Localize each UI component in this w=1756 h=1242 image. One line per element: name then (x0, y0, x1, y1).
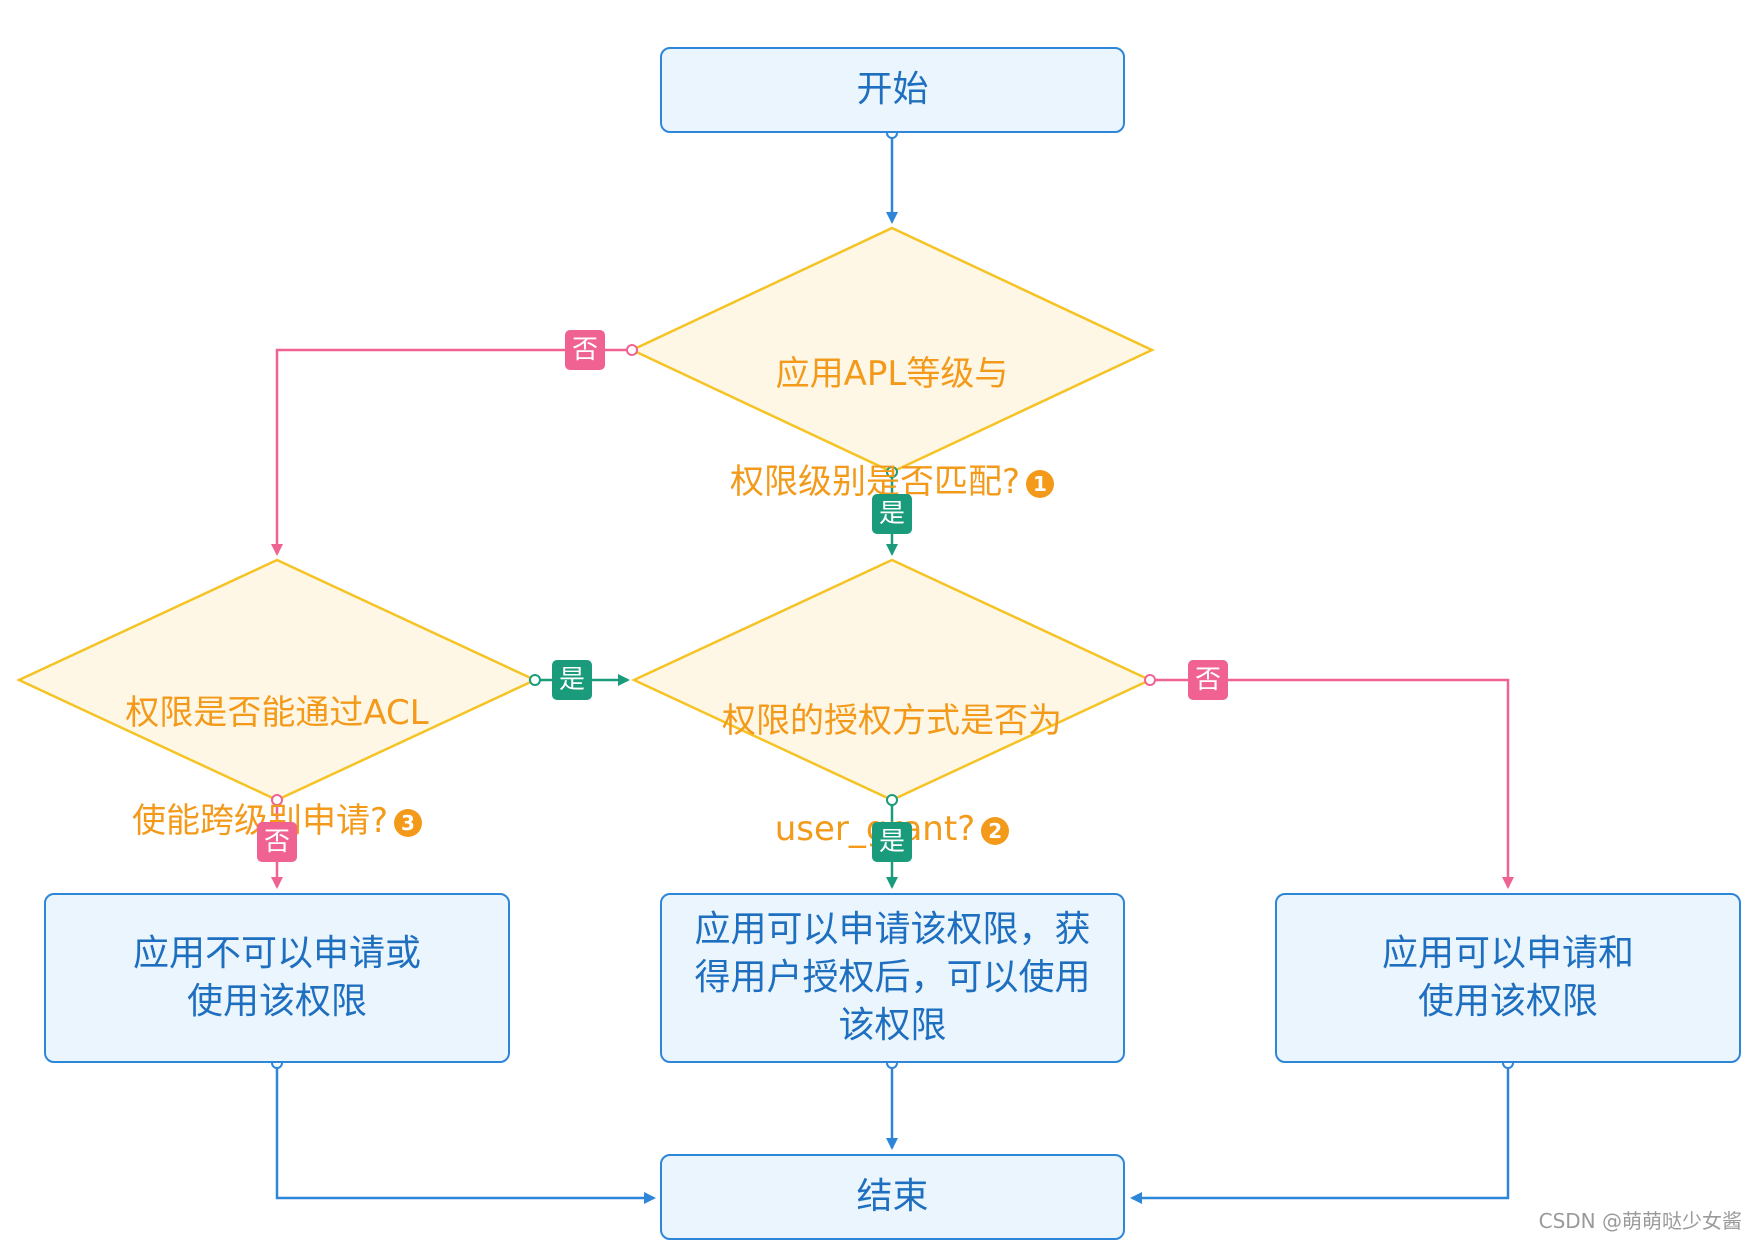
start-node: 开始 (660, 47, 1125, 133)
edge-can-to-end (1130, 1063, 1510, 1204)
apl-no-label: 否 (565, 330, 605, 370)
note-2-icon: 2 (981, 816, 1010, 845)
apl-decision-line1: 应用APL等级与 (775, 354, 1009, 394)
grant-no-label: 否 (1188, 660, 1228, 700)
acl-decision-text: 权限是否能通过ACL 使能跨级别申请?3 (77, 632, 477, 902)
grant-decision-text: 权限的授权方式是否为 user_grant?2 (692, 640, 1092, 910)
note-3-icon: 3 (394, 808, 423, 837)
cannot-use-node: 应用不可以申请或 使用该权限 (44, 893, 510, 1063)
acl-no-label: 否 (257, 822, 297, 862)
grant-decision-line1: 权限的授权方式是否为 (722, 701, 1062, 741)
apl-yes-label: 是 (872, 494, 912, 534)
grant-yes-label: 是 (872, 822, 912, 862)
apl-decision-text: 应用APL等级与 权限级别是否匹配?1 (692, 293, 1092, 563)
acl-yes-label: 是 (552, 660, 592, 700)
watermark: CSDN @萌萌哒少女酱 (1538, 1209, 1742, 1233)
edge-cannot-to-end (275, 1063, 656, 1204)
note-1-icon: 1 (1026, 469, 1055, 498)
user-grant-node: 应用可以申请该权限，获 得用户授权后，可以使用 该权限 (660, 893, 1125, 1063)
acl-decision-line1: 权限是否能通过ACL (125, 693, 429, 733)
edge-apl-no (271, 348, 632, 556)
end-node: 结束 (660, 1154, 1125, 1240)
can-use-node: 应用可以申请和 使用该权限 (1275, 893, 1741, 1063)
edge-grant-no (1150, 678, 1514, 889)
